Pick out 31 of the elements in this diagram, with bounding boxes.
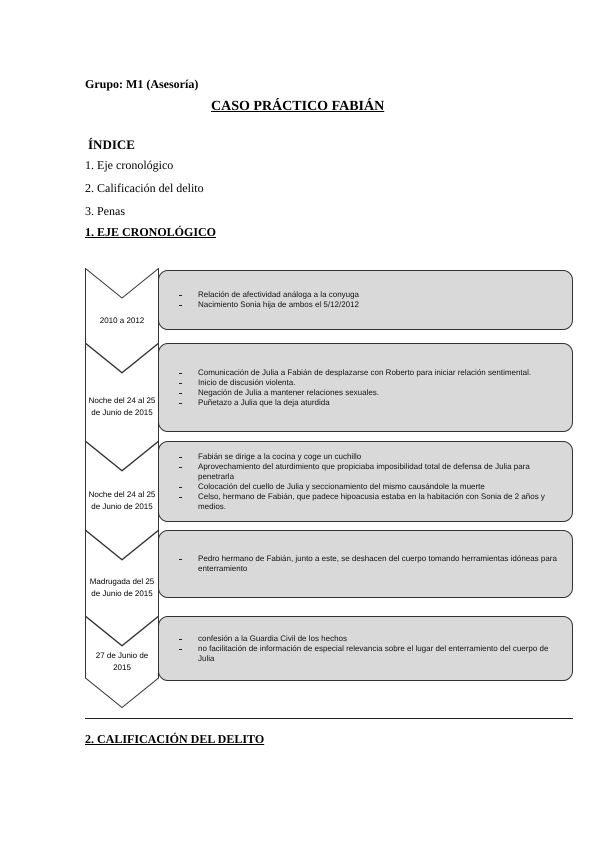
- event-text: Pedro hermano de Fabián, junto a este, se deshacen del cuerpo tomando herramientas idóneas para enterramiento: [198, 554, 558, 574]
- section-heading: 2. CALIFICACIÓN DEL DELITO: [85, 731, 264, 748]
- event-text: Comunicación de Julia a Fabián de desplazarse con Roberto para iniciar relación sentimental.: [198, 368, 532, 378]
- event-box: [158, 616, 573, 681]
- event-text: Negación de Julia a mantener relaciones sexuales.: [198, 388, 379, 398]
- event-text: confesión a la Guardia Civil de los hechos: [198, 634, 347, 644]
- event-text: Puñetazo a Julia que la deja aturdida: [198, 398, 330, 408]
- index-item: 1. Eje cronológico: [85, 157, 174, 174]
- index-item: 3. Penas: [85, 203, 125, 220]
- section-heading: 1. EJE CRONOLÓGICO: [85, 224, 216, 241]
- section-heading: ÍNDICE: [88, 136, 135, 154]
- event-box: [158, 530, 573, 598]
- date-label: Noche del 24 al 25 de Junio de 2015: [88, 395, 156, 419]
- document-title: CASO PRÁCTICO FABIÁN: [211, 97, 384, 116]
- date-label: Noche del 24 al 25 de Junio de 2015: [88, 488, 156, 512]
- event-box: [158, 343, 573, 432]
- event-text: Aprovechamiento del aturdimiento que propiciaba imposibilidad total de defensa de Julia para penetrarla: [198, 462, 531, 482]
- section-heading: Grupo: M1 (Asesoría): [85, 76, 198, 93]
- index-item: 2. Calificación del delito: [85, 180, 204, 197]
- event-text: Inicio de discusión violenta.: [198, 378, 296, 388]
- date-label: 27 de Junio de 2015: [94, 650, 150, 674]
- event-text: Celso, hermano de Fabián, que padece hipoacusia estaba en la habitación con Sonia de 2 años y medios.: [198, 492, 546, 512]
- date-label: 2010 a 2012: [98, 314, 146, 326]
- event-text: Fabián se dirige a la cocina y coge un cuchillo: [198, 452, 362, 462]
- event-text: Relación de afectividad análoga a la conyuga: [198, 290, 360, 300]
- event-box: [158, 270, 573, 330]
- date-label: Madrugada del 25 de Junio de 2015: [88, 576, 156, 600]
- event-text: Nacimiento Sonia hija de ambos el 5/12/2012: [198, 300, 359, 310]
- event-text: Colocación del cuello de Julia y seccionamiento del mismo causándole la muerte: [198, 482, 485, 492]
- event-text: no facilitación de información de especial relevancia sobre el lugar del enterramiento del cuerpo de Julia: [198, 644, 550, 664]
- event-box: [158, 441, 573, 522]
